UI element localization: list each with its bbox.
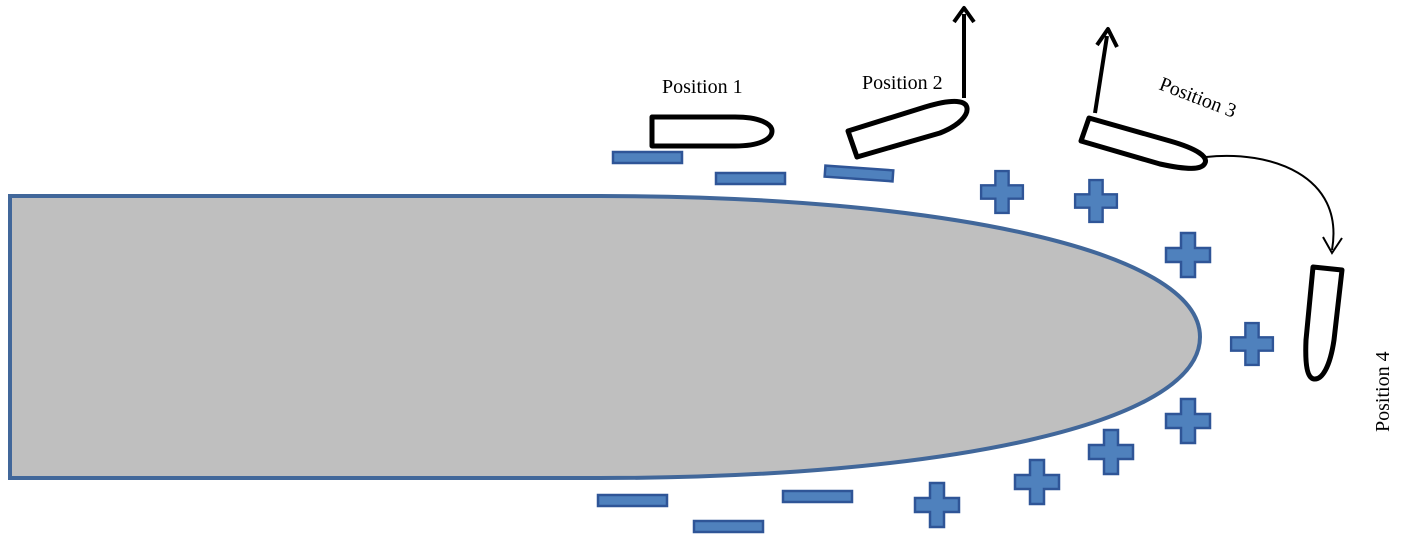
- arrow-up-icon: [1093, 27, 1119, 114]
- minus-sign-icon: [781, 489, 854, 504]
- plus-sign-icon: [1073, 178, 1119, 224]
- position-3-label: Position 3: [1156, 73, 1239, 122]
- curved-arrow-icon: [1205, 154, 1343, 255]
- plus-sign-icon: [913, 481, 961, 529]
- minus-sign-icon: [596, 493, 669, 508]
- plus-sign-icon: [1087, 428, 1135, 476]
- plus-sign-icon: [1229, 321, 1275, 367]
- plus-sign-icon: [979, 169, 1025, 215]
- boat-position-1: [649, 114, 775, 149]
- position-4-label: Position 4: [1372, 351, 1394, 432]
- minus-sign-icon: [611, 150, 684, 165]
- minus-sign-icon: [692, 519, 765, 534]
- negative-charges: [596, 150, 895, 534]
- plus-sign-icon: [1164, 397, 1212, 445]
- charged-body-shape: [8, 194, 1203, 480]
- minus-sign-icon: [714, 171, 787, 186]
- boat-position-2: [845, 99, 970, 160]
- boat-position-4: [1303, 264, 1345, 382]
- boat-position-3: [1078, 115, 1208, 171]
- plus-sign-icon: [1164, 231, 1212, 279]
- plus-sign-icon: [1013, 458, 1061, 506]
- arrow-up-icon: [952, 6, 976, 98]
- position-1-label: Position 1: [662, 76, 743, 98]
- position-2-label: Position 2: [862, 72, 943, 94]
- minus-sign-icon: [823, 164, 895, 183]
